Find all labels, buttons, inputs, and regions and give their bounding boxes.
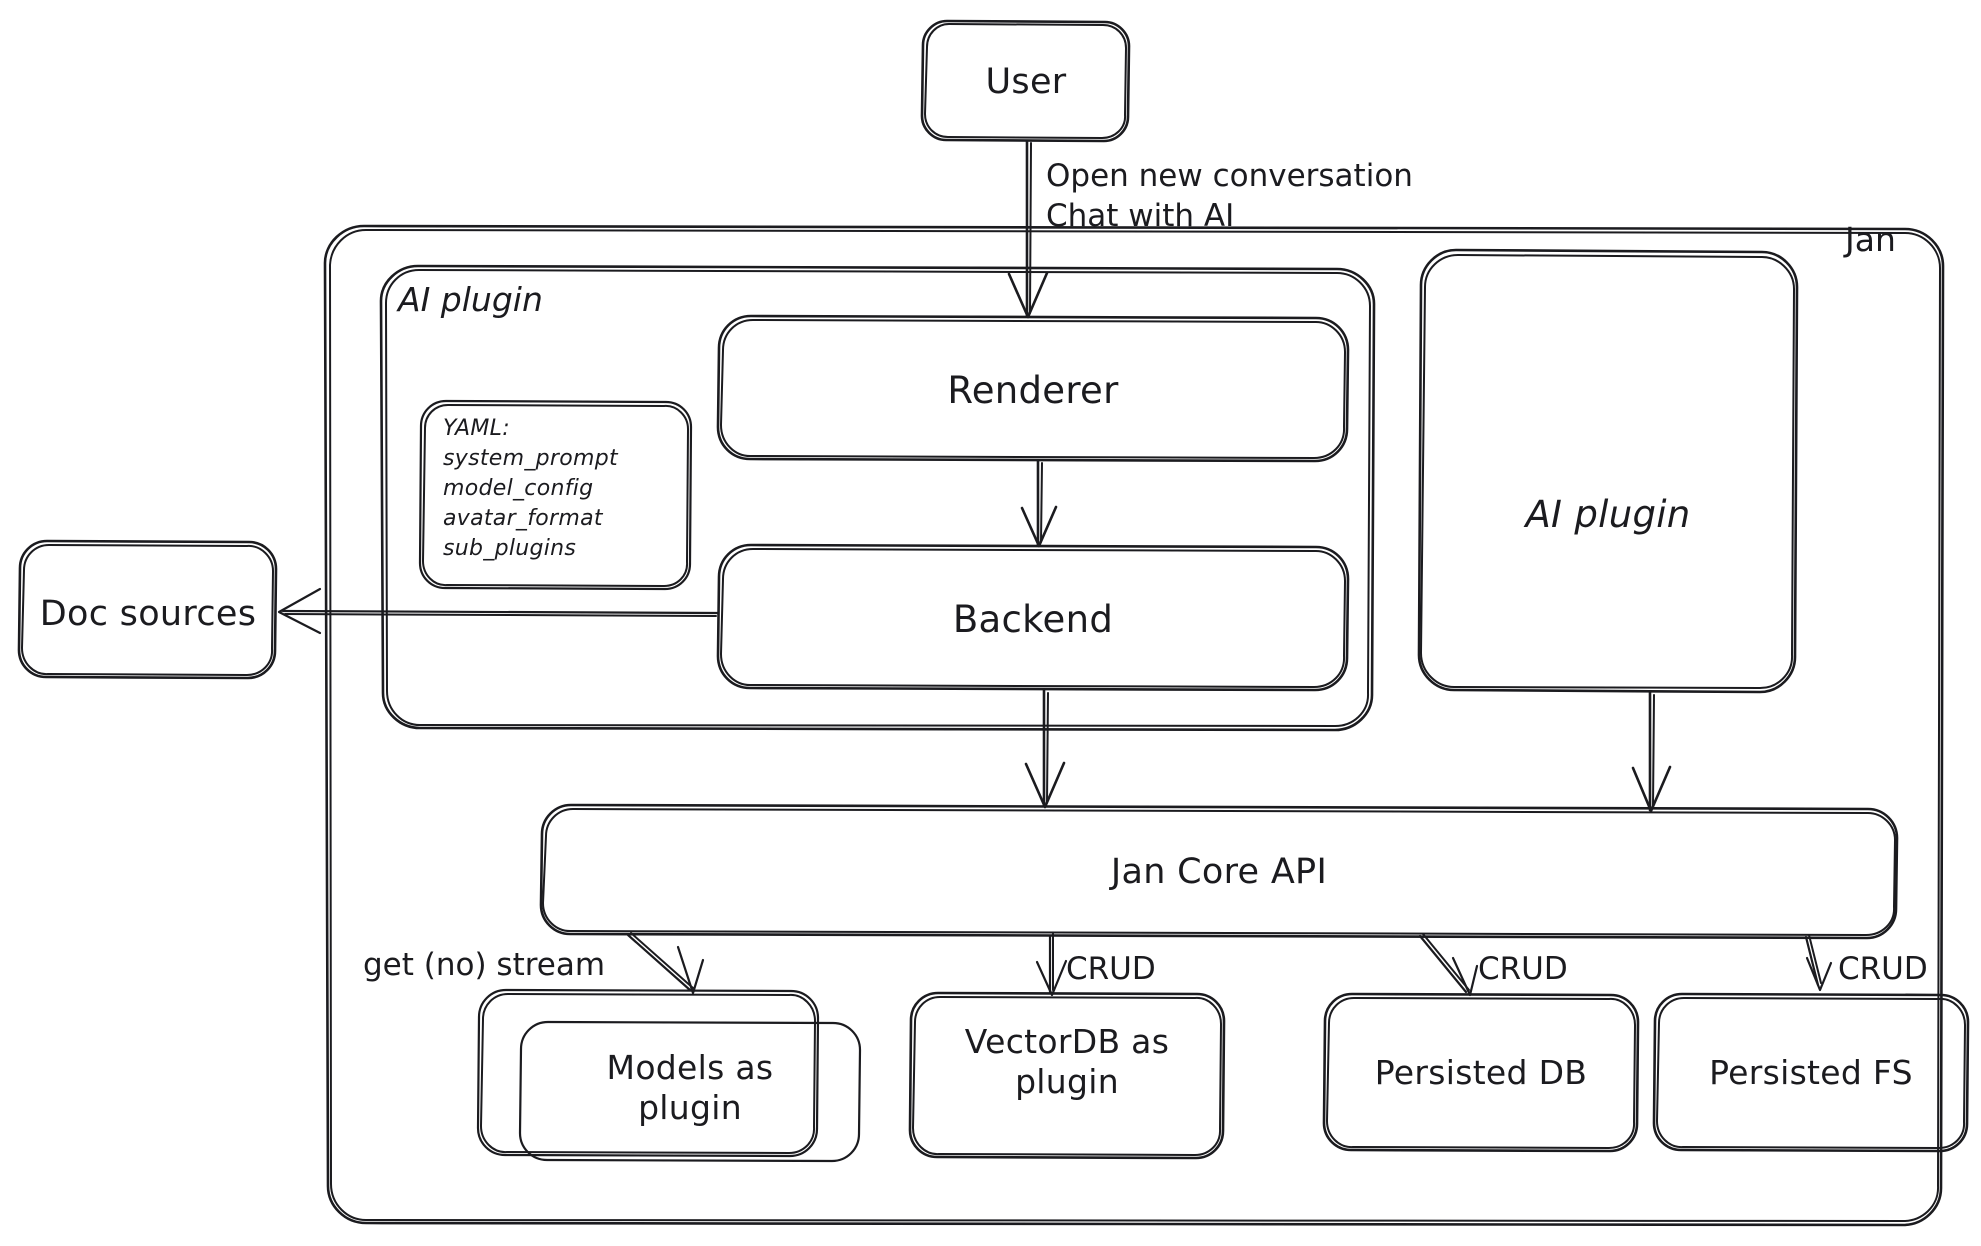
node-models-as-plugin-outline bbox=[518, 1020, 862, 1163]
node-vectordb-as-plugin-outline bbox=[908, 991, 1226, 1160]
edge-jan-core-api-to-vectordb bbox=[1035, 933, 1068, 997]
node-backend[interactable] bbox=[717, 544, 1349, 691]
edge-ai-plugin-to-jan-core-api bbox=[1631, 690, 1672, 813]
node-backend-outline bbox=[716, 543, 1350, 692]
node-persisted-fs[interactable] bbox=[1653, 993, 1969, 1152]
edge-user-to-renderer bbox=[1007, 139, 1049, 319]
node-doc-sources[interactable] bbox=[18, 540, 277, 679]
node-doc-sources-outline bbox=[17, 539, 278, 680]
node-persisted-fs-outline bbox=[1652, 992, 1970, 1153]
node-persisted-db[interactable] bbox=[1323, 993, 1639, 1152]
edge-backend-to-jan-core-api bbox=[1024, 688, 1066, 809]
container-ai-plugin-group-outline bbox=[379, 264, 1376, 732]
node-persisted-db-outline bbox=[1322, 992, 1640, 1153]
node-vectordb-as-plugin[interactable] bbox=[909, 992, 1225, 1159]
edge-jan-core-api-to-models bbox=[626, 932, 705, 995]
edge-jan-core-api-to-persisted-fs bbox=[1804, 934, 1833, 992]
edge-renderer-to-backend bbox=[1020, 459, 1058, 548]
node-renderer[interactable] bbox=[717, 315, 1349, 462]
node-yaml[interactable] bbox=[419, 400, 692, 590]
node-ai-plugin-outline bbox=[1417, 248, 1799, 694]
node-renderer-outline bbox=[716, 314, 1350, 463]
node-models-as-plugin[interactable] bbox=[477, 989, 861, 1162]
edge-jan-core-api-to-persisted-db bbox=[1418, 933, 1479, 997]
container-jan-outline bbox=[323, 224, 1945, 1227]
node-yaml-outline bbox=[418, 399, 693, 591]
node-models-as-plugin-outer-outline bbox=[476, 988, 820, 1158]
node-jan-core-api-outline bbox=[539, 803, 1899, 940]
edge-backend-to-doc-sources bbox=[277, 587, 720, 635]
node-user-outline bbox=[920, 19, 1131, 143]
node-ai-plugin[interactable] bbox=[1418, 249, 1798, 693]
node-jan-core-api[interactable] bbox=[540, 804, 1898, 939]
node-user[interactable] bbox=[920, 20, 1130, 142]
